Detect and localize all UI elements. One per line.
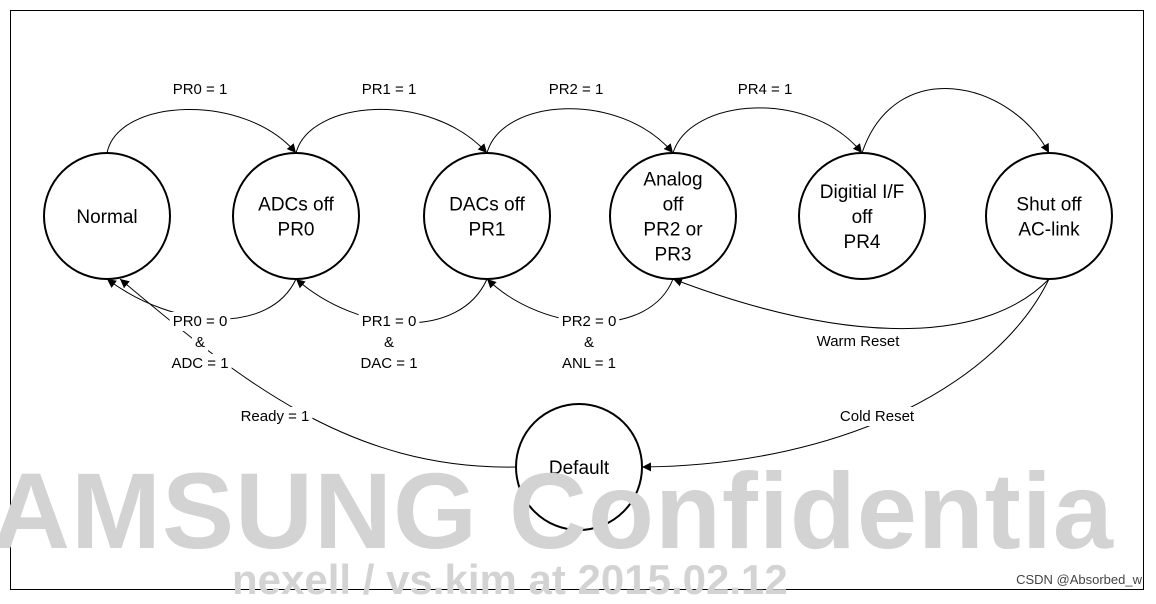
state-label-analog: off — [663, 195, 685, 216]
transition-label-shutoff-to-analog: Warm Reset — [817, 333, 901, 350]
transition-arrow-adcs-to-dacs — [295, 108, 488, 154]
transition-label-background — [358, 80, 420, 99]
transition-label-adcs-to-normal: ADC = 1 — [171, 355, 228, 372]
transition-label-shutoff-to-default: Cold Reset — [840, 408, 915, 425]
state-node-normal — [43, 152, 171, 280]
transition-label-background — [169, 80, 231, 99]
transition-label-background — [734, 80, 796, 99]
state-label-adcs: PR0 — [278, 220, 315, 241]
watermark-subtext: nexell / vs.kim at 2015.02.12 — [232, 556, 788, 603]
state-label-digital: PR4 — [844, 232, 881, 253]
transition-label-background — [168, 354, 232, 373]
transition-label-analog-to-digital: PR4 = 1 — [738, 81, 793, 98]
transition-label-dacs-to-adcs: DAC = 1 — [360, 355, 417, 372]
state-node-dacs — [423, 152, 551, 280]
state-label-digital: off — [852, 207, 874, 228]
diagram-frame — [10, 10, 1144, 590]
state-label-normal: Normal — [76, 207, 137, 228]
transition-label-dacs-to-adcs: & — [384, 334, 394, 351]
state-label-shutoff: Shut off — [1016, 195, 1082, 216]
state-label-default: Default — [549, 458, 610, 479]
state-label-analog: PR3 — [655, 245, 692, 266]
state-node-analog — [609, 152, 737, 280]
transition-label-adcs-to-normal: & — [195, 334, 205, 351]
transition-arrow-normal-to-adcs — [106, 109, 297, 154]
transition-label-normal-to-adcs: PR0 = 1 — [173, 81, 228, 98]
transition-label-background — [357, 354, 421, 373]
transition-arrow-shutoff-to-default — [641, 278, 1050, 472]
state-node-default — [515, 403, 643, 531]
transition-label-background — [558, 354, 620, 373]
transition-label-background — [545, 80, 607, 99]
state-node-adcs — [232, 152, 360, 280]
transition-label-adcs-to-normal: PR0 = 0 — [173, 313, 228, 330]
state-label-digital: Digitial I/F — [820, 182, 904, 203]
transition-label-analog-to-dacs: PR2 = 0 — [562, 313, 617, 330]
transition-label-analog-to-dacs: ANL = 1 — [562, 355, 616, 372]
transition-label-dacs-to-analog: PR2 = 1 — [549, 81, 604, 98]
transition-label-adcs-to-dacs: PR1 = 1 — [362, 81, 417, 98]
state-label-analog: PR2 or — [643, 220, 703, 241]
state-label-shutoff: AC-link — [1018, 220, 1080, 241]
transition-arrow-default-to-normal — [119, 278, 517, 468]
transition-label-background — [169, 312, 231, 331]
transition-label-background — [836, 407, 918, 426]
transition-label-background — [237, 407, 313, 426]
state-label-analog: Analog — [643, 170, 702, 191]
transition-arrow-analog-to-digital — [672, 107, 863, 154]
transition-label-background — [191, 333, 209, 352]
transition-label-default-to-normal: Ready = 1 — [241, 408, 310, 425]
transition-label-background — [380, 333, 398, 352]
transition-arrow-shutoff-to-analog — [672, 277, 1050, 330]
state-label-dacs: PR1 — [469, 220, 506, 241]
state-node-digital — [798, 152, 926, 280]
transition-label-background — [558, 312, 620, 331]
transition-label-background — [358, 312, 420, 331]
state-label-dacs: DACs off — [449, 195, 525, 216]
transition-label-analog-to-dacs: & — [584, 334, 594, 351]
state-label-adcs: ADCs off — [258, 195, 334, 216]
transition-label-background — [580, 333, 598, 352]
credit-text: CSDN @Absorbed_w — [1016, 572, 1142, 587]
watermark-text: AMSUNG Confidentia — [0, 450, 1114, 571]
transition-label-background — [813, 332, 904, 351]
transition-arrow-digital-to-shutoff — [861, 88, 1050, 154]
state-node-shutoff — [985, 152, 1113, 280]
transition-arrow-dacs-to-analog — [486, 108, 674, 154]
transition-label-dacs-to-adcs: PR1 = 0 — [362, 313, 417, 330]
